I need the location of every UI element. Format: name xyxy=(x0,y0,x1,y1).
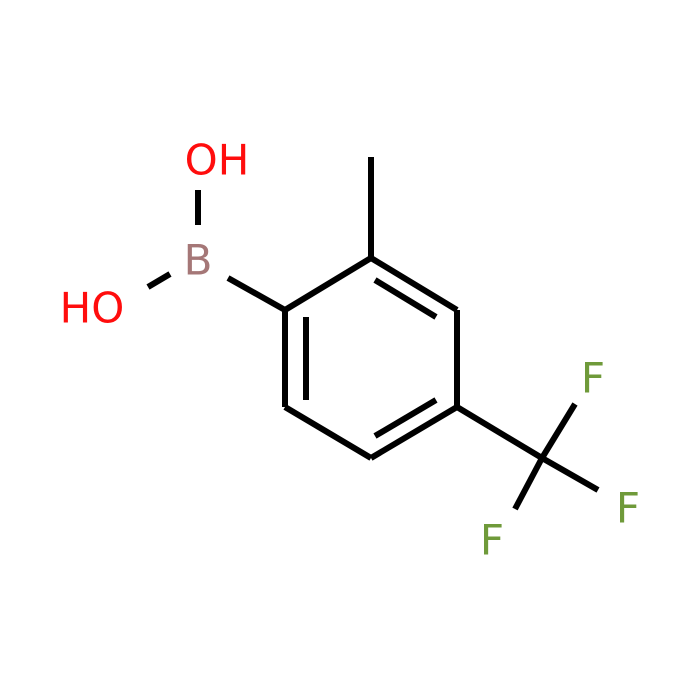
bond-ring-c1-c2 xyxy=(283,255,373,313)
atom-boron: B xyxy=(184,236,213,285)
bond-ring-c5-c6 xyxy=(283,404,373,461)
bond-cf3-f-top xyxy=(539,402,578,460)
atom-oh-top: OH xyxy=(185,136,250,185)
bond-ring-cf3 xyxy=(455,404,544,461)
bond-cf3-f-right xyxy=(540,455,600,493)
bonds xyxy=(146,157,600,511)
atom-fluorine-top: F xyxy=(581,354,605,403)
bond-cf3-f-bottom xyxy=(512,456,545,511)
atom-fluorine-right: F xyxy=(616,484,640,533)
bond-ring-inner-c2-c3 xyxy=(373,277,438,320)
bond-b-oh-left xyxy=(146,271,172,290)
atom-labels: OH HO B F F F xyxy=(60,136,640,565)
bond-b-ring xyxy=(226,275,287,313)
bond-ring-c2-c3 xyxy=(369,255,459,313)
bond-ring-inner-c4-c5 xyxy=(373,397,438,439)
atom-oh-left: HO xyxy=(60,284,125,333)
bond-ring-c4-c5 xyxy=(369,404,459,461)
atom-fluorine-bottom: F xyxy=(480,516,504,565)
